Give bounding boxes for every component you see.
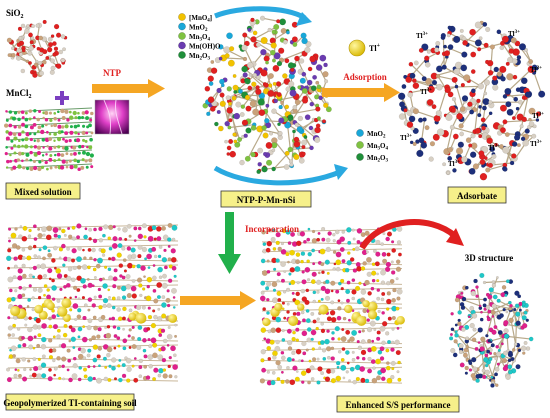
tl3-label: Tl3+ xyxy=(448,160,460,168)
mixed-solution-box xyxy=(5,182,81,200)
incorporation-label: Incorporation xyxy=(245,224,299,234)
ntp-product-label: NTP-P-Mn-nSi xyxy=(237,195,296,205)
plus-icon xyxy=(55,91,69,105)
ntp-product-box xyxy=(220,190,312,208)
legend-label: Mn3O4 xyxy=(367,142,388,152)
mncl2-label: MnCl2 xyxy=(6,88,32,100)
ntp-label: NTP xyxy=(103,68,122,78)
structure-arrow xyxy=(359,219,464,250)
ntp-product-cluster xyxy=(202,15,333,174)
adsorption-label: Adsorption xyxy=(343,72,387,82)
legend-swatch xyxy=(356,129,364,137)
legend-swatch xyxy=(178,51,186,59)
adsorbate-label: Adsorbate xyxy=(457,191,497,201)
tl3-label: Tl3+ xyxy=(400,134,412,142)
adsorbate-cluster xyxy=(397,20,546,181)
legend-label: MnO2 xyxy=(367,130,386,140)
tl3-label: Tl3+ xyxy=(488,144,500,152)
legend-swatch xyxy=(356,141,364,149)
tl-plus-label: Tl+ xyxy=(369,43,381,53)
enhanced-label: Enhanced S/S performance xyxy=(345,400,450,410)
legend-label: MnO2 xyxy=(189,24,208,34)
mixed-solution-label: Mixed solution xyxy=(14,187,71,197)
tl-ion-ball xyxy=(348,39,366,57)
ntp-arrow xyxy=(92,79,165,98)
tl3-label: Tl3+ xyxy=(530,66,542,74)
legend-swatch xyxy=(178,41,186,50)
structure-3d-cluster xyxy=(449,272,534,388)
legend-label: [MnO4] xyxy=(189,14,212,24)
tl3-label: Tl3+ xyxy=(532,112,544,120)
enhanced-box xyxy=(336,395,460,413)
adsorbate-box xyxy=(447,186,507,204)
legend-label: Mn2O3 xyxy=(367,154,388,164)
soil-label: Geopolymerized TI-containing soil xyxy=(3,398,137,408)
mncl2-layers xyxy=(4,107,94,172)
tl3-label: Tl3+ xyxy=(416,32,428,40)
legend-label: Mn3O4 xyxy=(189,33,210,43)
legend-swatch xyxy=(356,153,364,161)
plasma-image xyxy=(94,99,130,135)
tl3-label: Tl3+ xyxy=(508,30,520,38)
tl3-label: Tl3+ xyxy=(420,88,432,96)
soil-to-enhanced-arrow xyxy=(180,291,256,310)
sio2-label: SiO2 xyxy=(6,8,24,20)
enhanced-structure xyxy=(259,226,405,386)
legend-label: Mn2O3 xyxy=(189,52,210,62)
cycle-arrow-top xyxy=(214,6,312,26)
tl3-label: Tl3+ xyxy=(530,140,542,148)
legend-swatch xyxy=(178,22,186,31)
legend-swatch xyxy=(178,32,186,40)
adsorption-arrow xyxy=(322,83,400,102)
structure-3d-label: 3D structure xyxy=(465,253,514,263)
soil-box xyxy=(5,393,135,411)
legend-label: Mn(OH)O xyxy=(189,43,221,51)
cycle-arrow-bottom xyxy=(213,164,348,186)
soil-structure xyxy=(6,222,179,384)
incorporation-arrow xyxy=(218,212,241,274)
sio2-cluster xyxy=(6,19,68,78)
legend-swatch xyxy=(178,13,186,21)
tl3-labels: Tl3+ Tl3+ Tl3+ Tl3+ Tl3+ Tl3+ Tl3+ Tl3+ Tl3+ xyxy=(400,30,544,168)
